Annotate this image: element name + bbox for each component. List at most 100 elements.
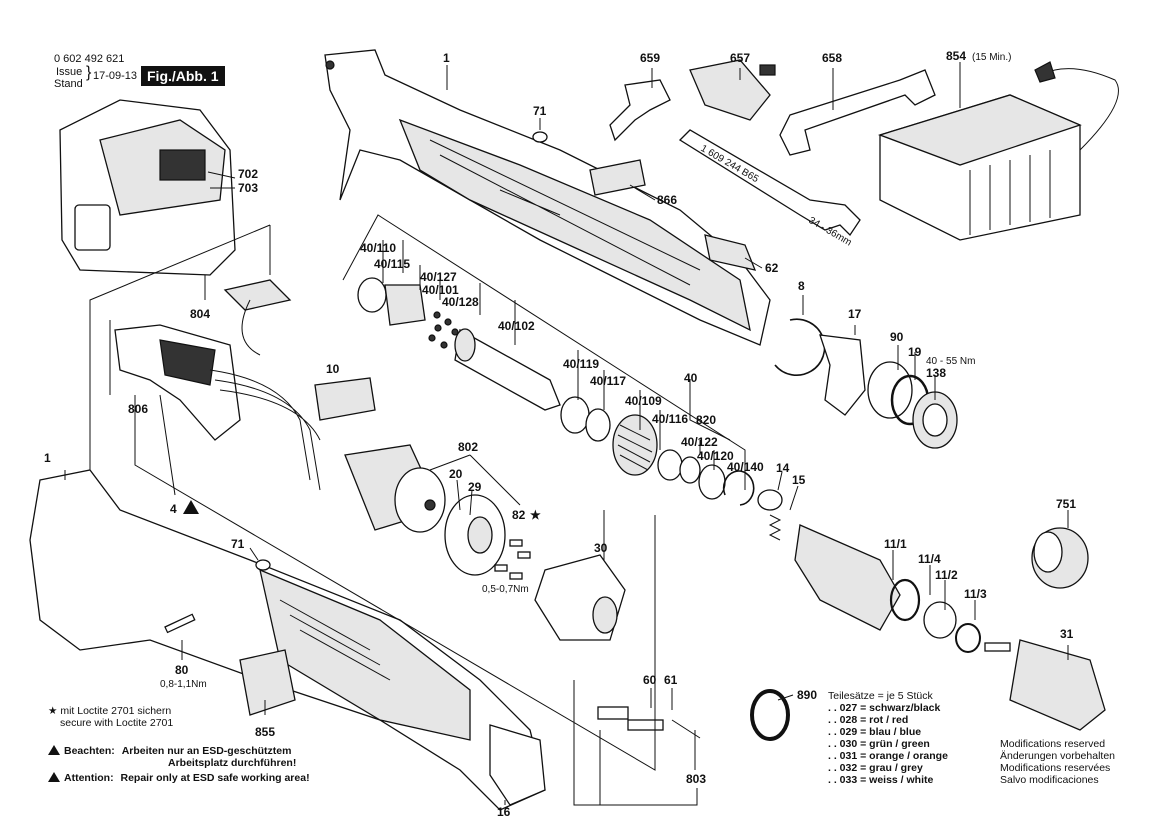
callout-820: 820 — [696, 413, 716, 427]
callout-40-120: 40/120 — [697, 449, 734, 463]
callout-854: 854 — [946, 49, 966, 63]
callout-40-109: 40/109 — [625, 394, 662, 408]
modifications-line: Salvo modificaciones — [1000, 774, 1099, 786]
label-855 — [239, 649, 296, 716]
callout-17: 17 — [848, 307, 862, 321]
callout-29: 29 — [468, 480, 482, 494]
ring-90 — [867, 361, 913, 419]
clip-659 — [609, 79, 671, 142]
callout-40-127: 40/127 — [420, 270, 457, 284]
wrench-b65-text: 1 609 244 B65 — [699, 143, 761, 185]
torque-80: 0,8-1,1Nm — [160, 679, 207, 690]
warning-de-label: Beachten: — [64, 745, 115, 757]
callout-40-101: 40/101 — [422, 283, 459, 297]
stand-label: Stand — [54, 78, 83, 90]
loctite-note: ★ mit Loctite 2701 sichern secure with L… — [48, 705, 173, 729]
sets-item: . . 031 = orange / orange — [828, 750, 948, 762]
callout-40: 40 — [684, 371, 698, 385]
callout-658: 658 — [822, 51, 842, 65]
callout-19: 19 — [908, 345, 922, 359]
pcb-804 — [223, 279, 292, 356]
callout-11-4: 11/4 — [918, 552, 941, 566]
callout-40-122: 40/122 — [681, 435, 718, 449]
esd-triangle-4 — [183, 500, 199, 514]
callout-802: 802 — [458, 440, 478, 454]
warning-de-line2: Arbeitsplatz durchführen! — [168, 757, 297, 769]
callout-138: 138 — [926, 366, 946, 380]
esd-warning-de: Beachten: Arbeiten nur an ESD-geschützte… — [48, 745, 296, 769]
spring-15 — [768, 514, 782, 541]
modifications-line: Modifications reservées — [1000, 762, 1111, 774]
callout-657: 657 — [730, 51, 750, 65]
callout-40-110: 40/110 — [360, 241, 396, 255]
gearbox-group-40 — [357, 277, 755, 506]
sets-item: . . 028 = rot / red — [828, 714, 909, 726]
screw-80 — [164, 613, 196, 634]
torque-138: 40 - 55 Nm — [926, 356, 975, 367]
sets-item: . . 029 = blau / blue — [828, 726, 922, 738]
modifications-line: Modifications reserved — [1000, 738, 1106, 750]
callout-703: 703 — [238, 181, 258, 195]
cap-71-left — [255, 559, 271, 571]
sets-item: . . 032 = grau / grey — [828, 762, 923, 774]
callout-803: 803 — [686, 772, 706, 786]
callout-890: 890 — [797, 688, 817, 702]
star-icon: ★ — [48, 705, 58, 717]
screws — [494, 539, 531, 580]
figure-label: Fig./Abb. 1 — [141, 66, 225, 86]
callout-30: 30 — [594, 541, 608, 555]
warning-en-label: Attention: — [64, 772, 114, 784]
callout-40-140: 40/140 — [727, 460, 764, 474]
warning-triangle-icon — [48, 745, 60, 755]
callout-20: 20 — [449, 467, 463, 481]
callout-31: 31 — [1060, 627, 1074, 641]
callout-61: 61 — [664, 673, 678, 687]
wrench-658 — [779, 69, 936, 156]
sets-item: . . 027 = schwarz/black — [828, 702, 941, 714]
callout-40-128: 40/128 — [442, 295, 479, 309]
leader-lines — [64, 62, 1069, 806]
modifications-line: Änderungen vorbehalten — [1000, 750, 1116, 762]
clutch-11-1 — [794, 524, 981, 653]
sets-item: . . 030 = grün / green — [828, 738, 930, 750]
modifications-note: Modifications reserved Änderungen vorbeh… — [1000, 738, 1115, 786]
motor-802 — [344, 444, 446, 533]
sets-title: Teilesätze = je 5 Stück — [828, 690, 933, 702]
sets-item: . . 033 = weiss / white — [828, 774, 934, 786]
callout-90: 90 — [890, 330, 904, 344]
warning-triangle-icon — [48, 772, 60, 782]
callout-80: 80 — [175, 663, 189, 677]
nut-138 — [912, 391, 958, 449]
issue-label: Issue — [56, 66, 83, 78]
warning-en-text: Repair only at ESD safe working area! — [120, 772, 310, 784]
callout-71-top: 71 — [533, 104, 547, 118]
callout-8: 8 — [798, 279, 805, 293]
callout-1-top: 1 — [443, 51, 450, 65]
part-number: 0 602 492 621 — [54, 53, 125, 65]
callout-40-117: 40/117 — [590, 374, 626, 388]
star-82: ★ — [530, 508, 541, 522]
cap-71-top — [532, 131, 548, 143]
callout-11-3: 11/3 — [964, 587, 987, 601]
callout-14: 14 — [776, 461, 790, 475]
callout-40-102: 40/102 — [498, 319, 535, 333]
plate-29 — [444, 494, 506, 576]
resolver-30 — [534, 554, 626, 641]
callout-10: 10 — [326, 362, 340, 376]
circlip-8 — [774, 318, 826, 376]
callout-751: 751 — [1056, 497, 1076, 511]
callout-11-2: 11/2 — [935, 568, 958, 582]
chuck-31 — [984, 639, 1106, 731]
bushing-14 — [757, 489, 783, 511]
cover-17 — [819, 334, 866, 416]
cap-16 — [489, 724, 546, 806]
torque-small: 0,5-0,7Nm — [482, 584, 529, 595]
block-62 — [704, 234, 757, 271]
pad-10 — [314, 377, 376, 421]
battery-pack — [59, 99, 236, 276]
callout-804: 804 — [190, 307, 210, 321]
callout-855: 855 — [255, 725, 275, 739]
parts-sets: Teilesätze = je 5 Stück . . 027 = schwar… — [828, 690, 948, 786]
callout-702: 702 — [238, 167, 258, 181]
